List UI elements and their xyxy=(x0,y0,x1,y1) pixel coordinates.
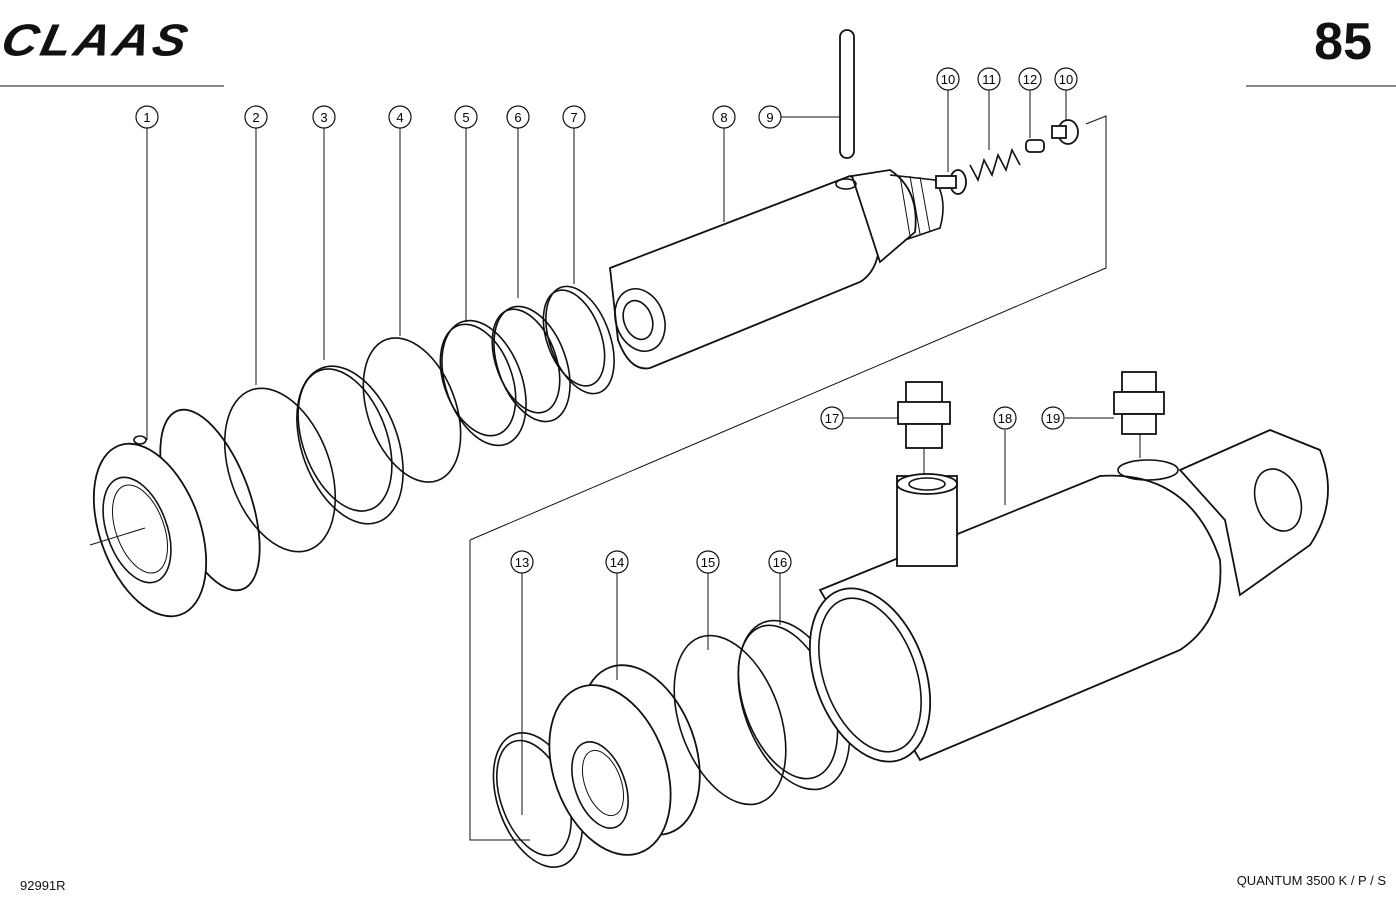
part-12-plug xyxy=(1025,139,1045,153)
model-label: QUANTUM 3500 K / P / S xyxy=(1236,873,1386,888)
callout-7: 7 xyxy=(562,105,586,129)
callout-1: 1 xyxy=(135,105,159,129)
callout-5: 5 xyxy=(454,105,478,129)
svg-text:14: 14 xyxy=(610,555,624,570)
part-19-fitting xyxy=(1113,371,1165,435)
callout-3: 3 xyxy=(312,105,336,129)
callout-6: 6 xyxy=(506,105,530,129)
callout-4: 4 xyxy=(388,105,412,129)
group-frame-lower xyxy=(469,540,530,841)
svg-text:3: 3 xyxy=(320,110,327,125)
leader-lines xyxy=(146,90,1141,815)
group-frame-upper xyxy=(469,115,1107,541)
svg-text:13: 13 xyxy=(515,555,529,570)
svg-text:19: 19 xyxy=(1046,411,1060,426)
svg-text:7: 7 xyxy=(570,110,577,125)
svg-text:5: 5 xyxy=(462,110,469,125)
callout-15: 15 xyxy=(696,550,720,574)
svg-text:18: 18 xyxy=(998,411,1012,426)
callout-16: 16 xyxy=(768,550,792,574)
part-9-pin xyxy=(839,29,855,159)
part-2-ring xyxy=(223,387,337,553)
part-18-cylinder-barrel xyxy=(808,429,1329,763)
svg-text:1: 1 xyxy=(143,110,150,125)
svg-text:16: 16 xyxy=(773,555,787,570)
part-14-piston xyxy=(548,664,701,856)
part-4-ring xyxy=(362,337,462,483)
callout-12: 12 xyxy=(1018,67,1042,91)
svg-text:8: 8 xyxy=(720,110,727,125)
callout-9: 9 xyxy=(758,105,782,129)
svg-text:10: 10 xyxy=(941,72,955,87)
callout-8: 8 xyxy=(712,105,736,129)
svg-text:12: 12 xyxy=(1023,72,1037,87)
part-1-gland xyxy=(89,408,261,618)
svg-text:17: 17 xyxy=(825,411,839,426)
part-10-valve-right xyxy=(1051,119,1079,145)
svg-text:15: 15 xyxy=(701,555,715,570)
part-3-ring xyxy=(296,365,404,525)
svg-text:2: 2 xyxy=(252,110,259,125)
part-10-valve-left xyxy=(935,169,967,195)
part-8-piston-rod xyxy=(609,169,944,370)
callout-17: 17 xyxy=(820,406,844,430)
svg-text:6: 6 xyxy=(514,110,521,125)
callout-2: 2 xyxy=(244,105,268,129)
callout-19: 19 xyxy=(1041,406,1065,430)
callout-11: 11 xyxy=(977,67,1001,91)
part-17-fitting xyxy=(897,381,951,449)
part-7-ring xyxy=(545,285,615,395)
svg-text:9: 9 xyxy=(766,110,773,125)
callout-14: 14 xyxy=(605,550,629,574)
document-code: 92991R xyxy=(20,878,66,893)
callout-18: 18 xyxy=(993,406,1017,430)
svg-text:11: 11 xyxy=(982,72,996,87)
page-number: 85 xyxy=(1314,13,1372,71)
callout-10-right: 10 xyxy=(1054,67,1078,91)
callout-13: 13 xyxy=(510,550,534,574)
svg-text:4: 4 xyxy=(396,110,403,125)
svg-text:10: 10 xyxy=(1059,72,1073,87)
part-15-ring xyxy=(673,634,787,806)
callout-10-left: 10 xyxy=(936,67,960,91)
part-11-spring xyxy=(969,147,1021,183)
